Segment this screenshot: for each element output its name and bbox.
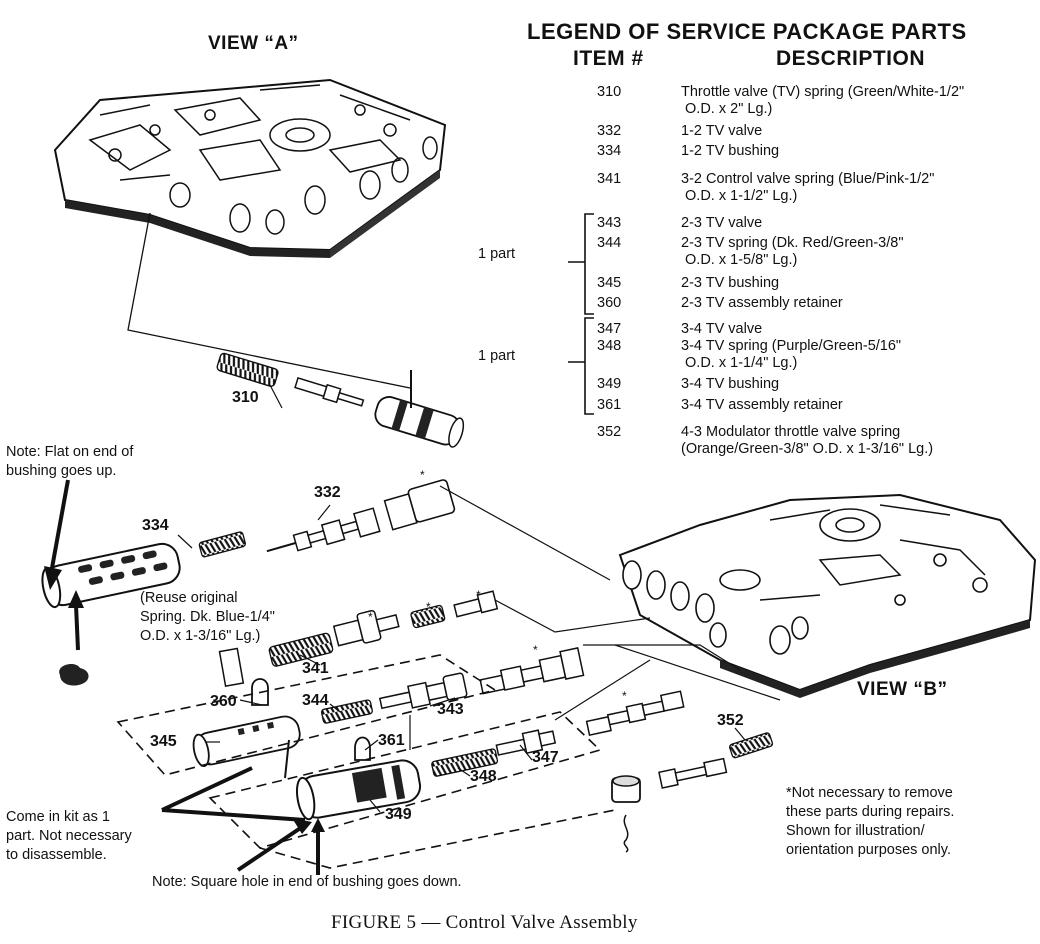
part-341-spring: [218, 590, 499, 687]
legend-item: 349: [597, 376, 622, 392]
legend-item: 345: [597, 275, 622, 291]
legend-item: 310: [597, 84, 622, 100]
legend-desc: 3-4 TV bushing: [681, 376, 780, 392]
view-a-title: VIEW “A”: [208, 33, 299, 54]
label-334: 334: [142, 517, 169, 534]
note-flat-end: Note: Flat on end of bushing goes up.: [6, 444, 134, 479]
label-361: 361: [378, 732, 405, 749]
legend-desc: 3-4 TV assembly retainer: [681, 397, 843, 413]
leader-line-view-a: [127, 212, 411, 389]
asterisk-mark: *: [476, 588, 481, 602]
legend-desc: 1-2 TV valve: [681, 123, 763, 139]
part-347-valve: [495, 729, 557, 756]
arrow-heads: [44, 566, 325, 834]
group-label-2: 1 part: [478, 348, 516, 364]
legend-desc-header: DESCRIPTION: [776, 47, 926, 70]
kit-dashed-boxes: [116, 654, 616, 869]
part-352-spring: [729, 732, 774, 759]
note-arrows: [50, 479, 320, 875]
legend-item: 332: [597, 123, 622, 139]
asterisk-mark: *: [426, 600, 431, 614]
legend-item: 343: [597, 215, 622, 231]
note-square-hole: Note: Square hole in end of bushing goes…: [152, 874, 462, 890]
label-352: 352: [717, 712, 744, 729]
legend-item: 352: [597, 424, 622, 440]
legend-item: 361: [597, 397, 622, 413]
asterisk-mark: *: [622, 689, 627, 703]
legend-brackets: [568, 213, 594, 415]
legend-title: LEGEND OF SERVICE PACKAGE PARTS: [527, 19, 967, 44]
valve-body-view-a: [53, 78, 447, 258]
legend-desc: 2-3 TV bushing: [681, 275, 780, 291]
legend-desc: 4-3 Modulator throttle valve spring (Ora…: [681, 424, 934, 457]
legend-item: 360: [597, 295, 622, 311]
note-come-in-kit: Come in kit as 1 part. Not necessary to …: [6, 809, 132, 863]
label-360: 360: [210, 693, 237, 710]
label-341: 341: [302, 660, 329, 677]
asterisk-mark: *: [533, 643, 538, 657]
label-344: 344: [302, 692, 329, 709]
label-345: 345: [150, 733, 177, 750]
figure-caption: FIGURE 5 — Control Valve Assembly: [331, 912, 638, 933]
part-361-retainer: [354, 736, 371, 761]
legend-desc: 2-3 TV spring (Dk. Red/Green-3/8" O.D. x…: [681, 235, 904, 268]
legend-item: 341: [597, 171, 622, 187]
legend-item: 347: [597, 321, 622, 337]
label-349: 349: [385, 806, 412, 823]
part-332-valve: [266, 479, 456, 553]
clip: [59, 664, 89, 686]
legend-desc: 2-3 TV assembly retainer: [681, 295, 843, 311]
center-valve: [479, 647, 585, 695]
part-310-group: [216, 352, 465, 448]
leader-lines: [177, 384, 781, 813]
valve-body-view-b: [618, 493, 1037, 698]
label-343: 343: [437, 701, 464, 718]
group-label-1: 1 part: [478, 246, 516, 262]
label-332: 332: [314, 484, 341, 501]
label-347: 347: [532, 749, 559, 766]
legend-item: 334: [597, 143, 622, 159]
part-349-bushing: [295, 759, 422, 821]
legend-desc: 3-4 TV spring (Purple/Green-5/16" O.D. x…: [681, 338, 902, 371]
legend-desc: Throttle valve (TV) spring (Green/White-…: [681, 84, 965, 117]
asterisk-mark: *: [368, 610, 373, 624]
legend-desc: 3-4 TV valve: [681, 321, 763, 337]
legend-desc: 2-3 TV valve: [681, 215, 763, 231]
part-344-spring: [320, 699, 373, 724]
reuse-spring: [198, 531, 247, 558]
legend-item-header: ITEM #: [573, 47, 644, 70]
note-reuse-spring: (Reuse original Spring. Dk. Blue-1/4" O.…: [140, 590, 275, 644]
part-334-bushing: [41, 542, 181, 609]
note-not-necessary: *Not necessary to remove these parts dur…: [786, 785, 955, 858]
asterisk-mark: *: [420, 468, 425, 482]
legend-desc: 1-2 TV bushing: [681, 143, 780, 159]
legend-item: 348: [597, 338, 622, 354]
label-310: 310: [232, 389, 259, 406]
legend-desc: 3-2 Control valve spring (Blue/Pink-1/2"…: [681, 171, 935, 204]
modulator-valve: [658, 757, 728, 789]
legend-item: 344: [597, 235, 622, 251]
label-348: 348: [470, 768, 497, 785]
right-valve-upper: [585, 690, 685, 736]
part-343-valve: [378, 672, 468, 710]
view-b-title: VIEW “B”: [857, 679, 948, 700]
part-348-spring: [431, 748, 499, 777]
modulator-plug: [611, 775, 641, 853]
part-345-bushing: [192, 715, 301, 767]
